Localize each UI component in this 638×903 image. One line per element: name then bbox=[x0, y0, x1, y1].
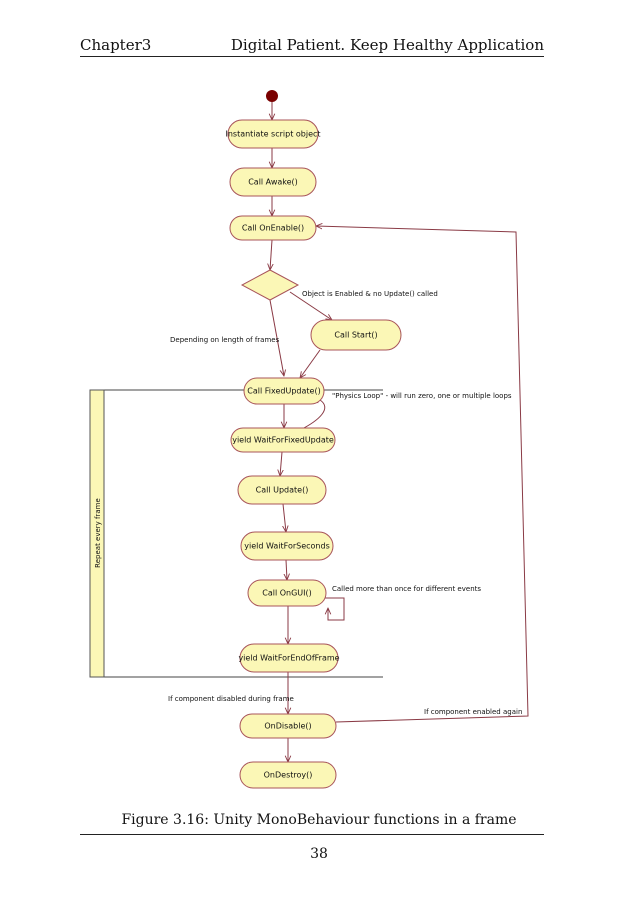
node-call-onenable: Call OnEnable() bbox=[229, 215, 317, 241]
node-instantiate-script-object: Instantiate script object bbox=[225, 119, 321, 149]
node-call-awake: Call Awake() bbox=[229, 167, 317, 197]
svg-text:Call OnGUI(): Call OnGUI() bbox=[262, 589, 312, 598]
edge-decision-fixedupdate bbox=[269, 299, 284, 376]
node-call-fixedupdate: Call FixedUpdate() bbox=[243, 377, 325, 405]
node-ondestroy: OnDestroy() bbox=[239, 761, 337, 789]
svg-text:Call FixedUpdate(): Call FixedUpdate() bbox=[247, 387, 320, 396]
edge-ongui-self bbox=[325, 597, 345, 621]
node-call-update: Call Update() bbox=[237, 475, 327, 505]
svg-text:Call Start(): Call Start() bbox=[334, 331, 377, 340]
node-yield-waitforseconds: yield WaitForSeconds bbox=[240, 531, 334, 561]
label-depending-on-frames: Depending on length of frames bbox=[170, 336, 280, 344]
edge-onenable-decision bbox=[270, 239, 272, 270]
header-rule bbox=[80, 56, 544, 57]
page-number: 38 bbox=[310, 846, 328, 862]
node-ondisable: OnDisable() bbox=[239, 713, 337, 739]
svg-text:yield WaitForFixedUpdate: yield WaitForFixedUpdate bbox=[232, 436, 334, 445]
svg-text:Call Update(): Call Update() bbox=[256, 486, 309, 495]
edge-update-waitseconds bbox=[283, 503, 286, 532]
edge-waitfixed-update bbox=[280, 451, 282, 476]
repeat-frame-label: Repeat every frame bbox=[94, 498, 102, 568]
label-called-more-than-once: Called more than once for different even… bbox=[332, 585, 481, 593]
edge-start-fixedupdate bbox=[300, 349, 321, 378]
node-yield-waitforendofframe: yield WaitForEndOfFrame bbox=[238, 643, 340, 673]
svg-text:OnDestroy(): OnDestroy() bbox=[264, 771, 313, 780]
label-enabled-again: If component enabled again bbox=[424, 708, 522, 716]
svg-text:Instantiate script object: Instantiate script object bbox=[225, 130, 320, 139]
svg-text:Call Awake(): Call Awake() bbox=[248, 178, 298, 187]
label-disabled-during-frame: If component disabled during frame bbox=[168, 695, 294, 703]
edge-ondisable-onenable bbox=[316, 226, 529, 723]
label-enabled-no-update: Object is Enabled & no Update() called bbox=[302, 290, 438, 298]
node-yield-waitforfixedupdate: yield WaitForFixedUpdate bbox=[230, 427, 336, 453]
footer-rule bbox=[80, 834, 544, 835]
label-physics-loop: "Physics Loop" - will run zero, one or m… bbox=[332, 392, 512, 400]
svg-text:Call OnEnable(): Call OnEnable() bbox=[242, 224, 304, 233]
decision-node bbox=[240, 269, 300, 301]
edges bbox=[269, 102, 529, 762]
chapter-header: Chapter3 bbox=[80, 36, 152, 54]
edge-waitseconds-ongui bbox=[286, 559, 287, 580]
node-call-start: Call Start() bbox=[310, 319, 402, 351]
figure-caption: Figure 3.16: Unity MonoBehaviour functio… bbox=[121, 812, 517, 828]
node-call-ongui: Call OnGUI() bbox=[247, 579, 327, 607]
svg-text:yield WaitForSeconds: yield WaitForSeconds bbox=[244, 542, 330, 551]
document-title-header: Digital Patient. Keep Healthy Applicatio… bbox=[230, 36, 544, 54]
svg-text:OnDisable(): OnDisable() bbox=[264, 722, 311, 731]
edge-decision-start bbox=[289, 291, 332, 320]
initial-node bbox=[266, 90, 278, 102]
repeat-frame-box: Repeat every frame bbox=[89, 389, 383, 678]
svg-text:yield WaitForEndOfFrame: yield WaitForEndOfFrame bbox=[238, 654, 339, 663]
